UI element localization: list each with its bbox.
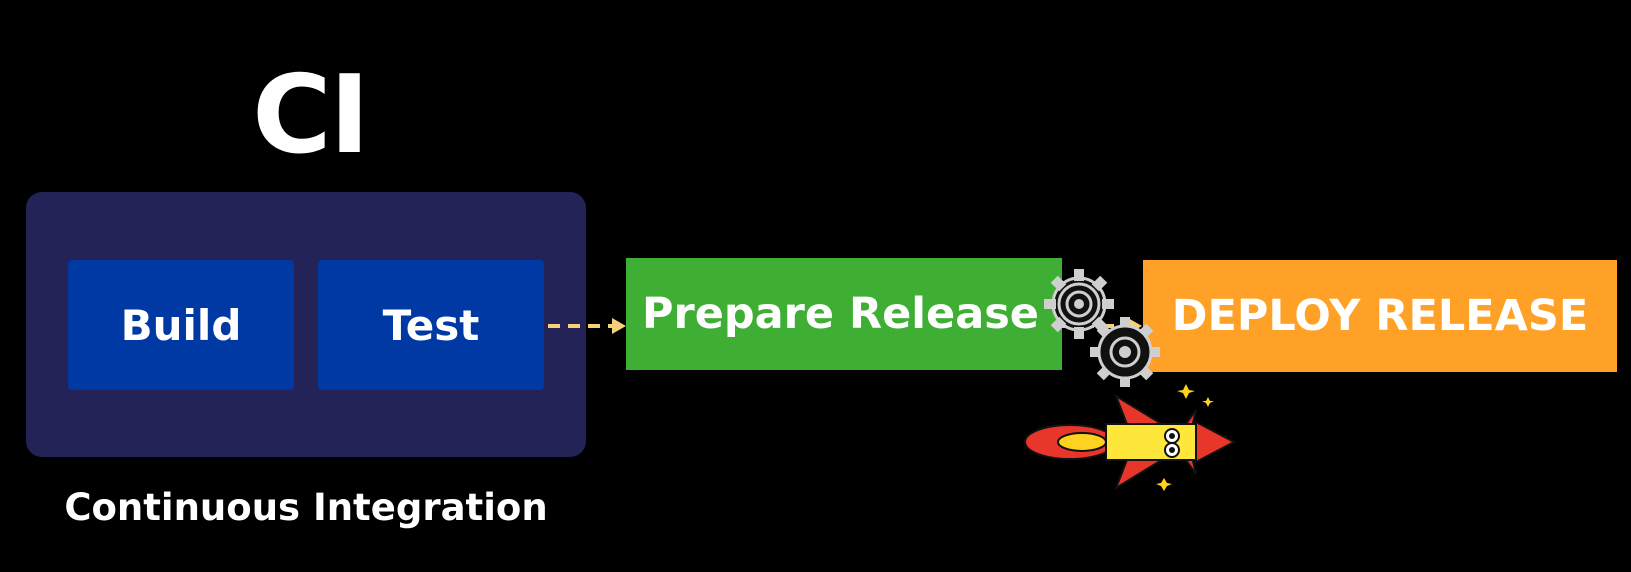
gear-icon — [1044, 269, 1114, 339]
prepare-release-stage: Prepare Release — [626, 258, 1062, 370]
test-stage: Test — [318, 260, 544, 390]
sparkle-icon — [1156, 384, 1214, 491]
rocket-icon — [1024, 393, 1237, 491]
build-stage: Build — [68, 260, 294, 390]
ci-title: CI — [252, 53, 369, 178]
ci-caption: Continuous Integration — [64, 486, 548, 529]
deploy-release-stage: DEPLOY RELEASE — [1143, 260, 1617, 372]
gear-icon — [1090, 317, 1160, 387]
arrow-test-to-prepare — [548, 318, 626, 334]
